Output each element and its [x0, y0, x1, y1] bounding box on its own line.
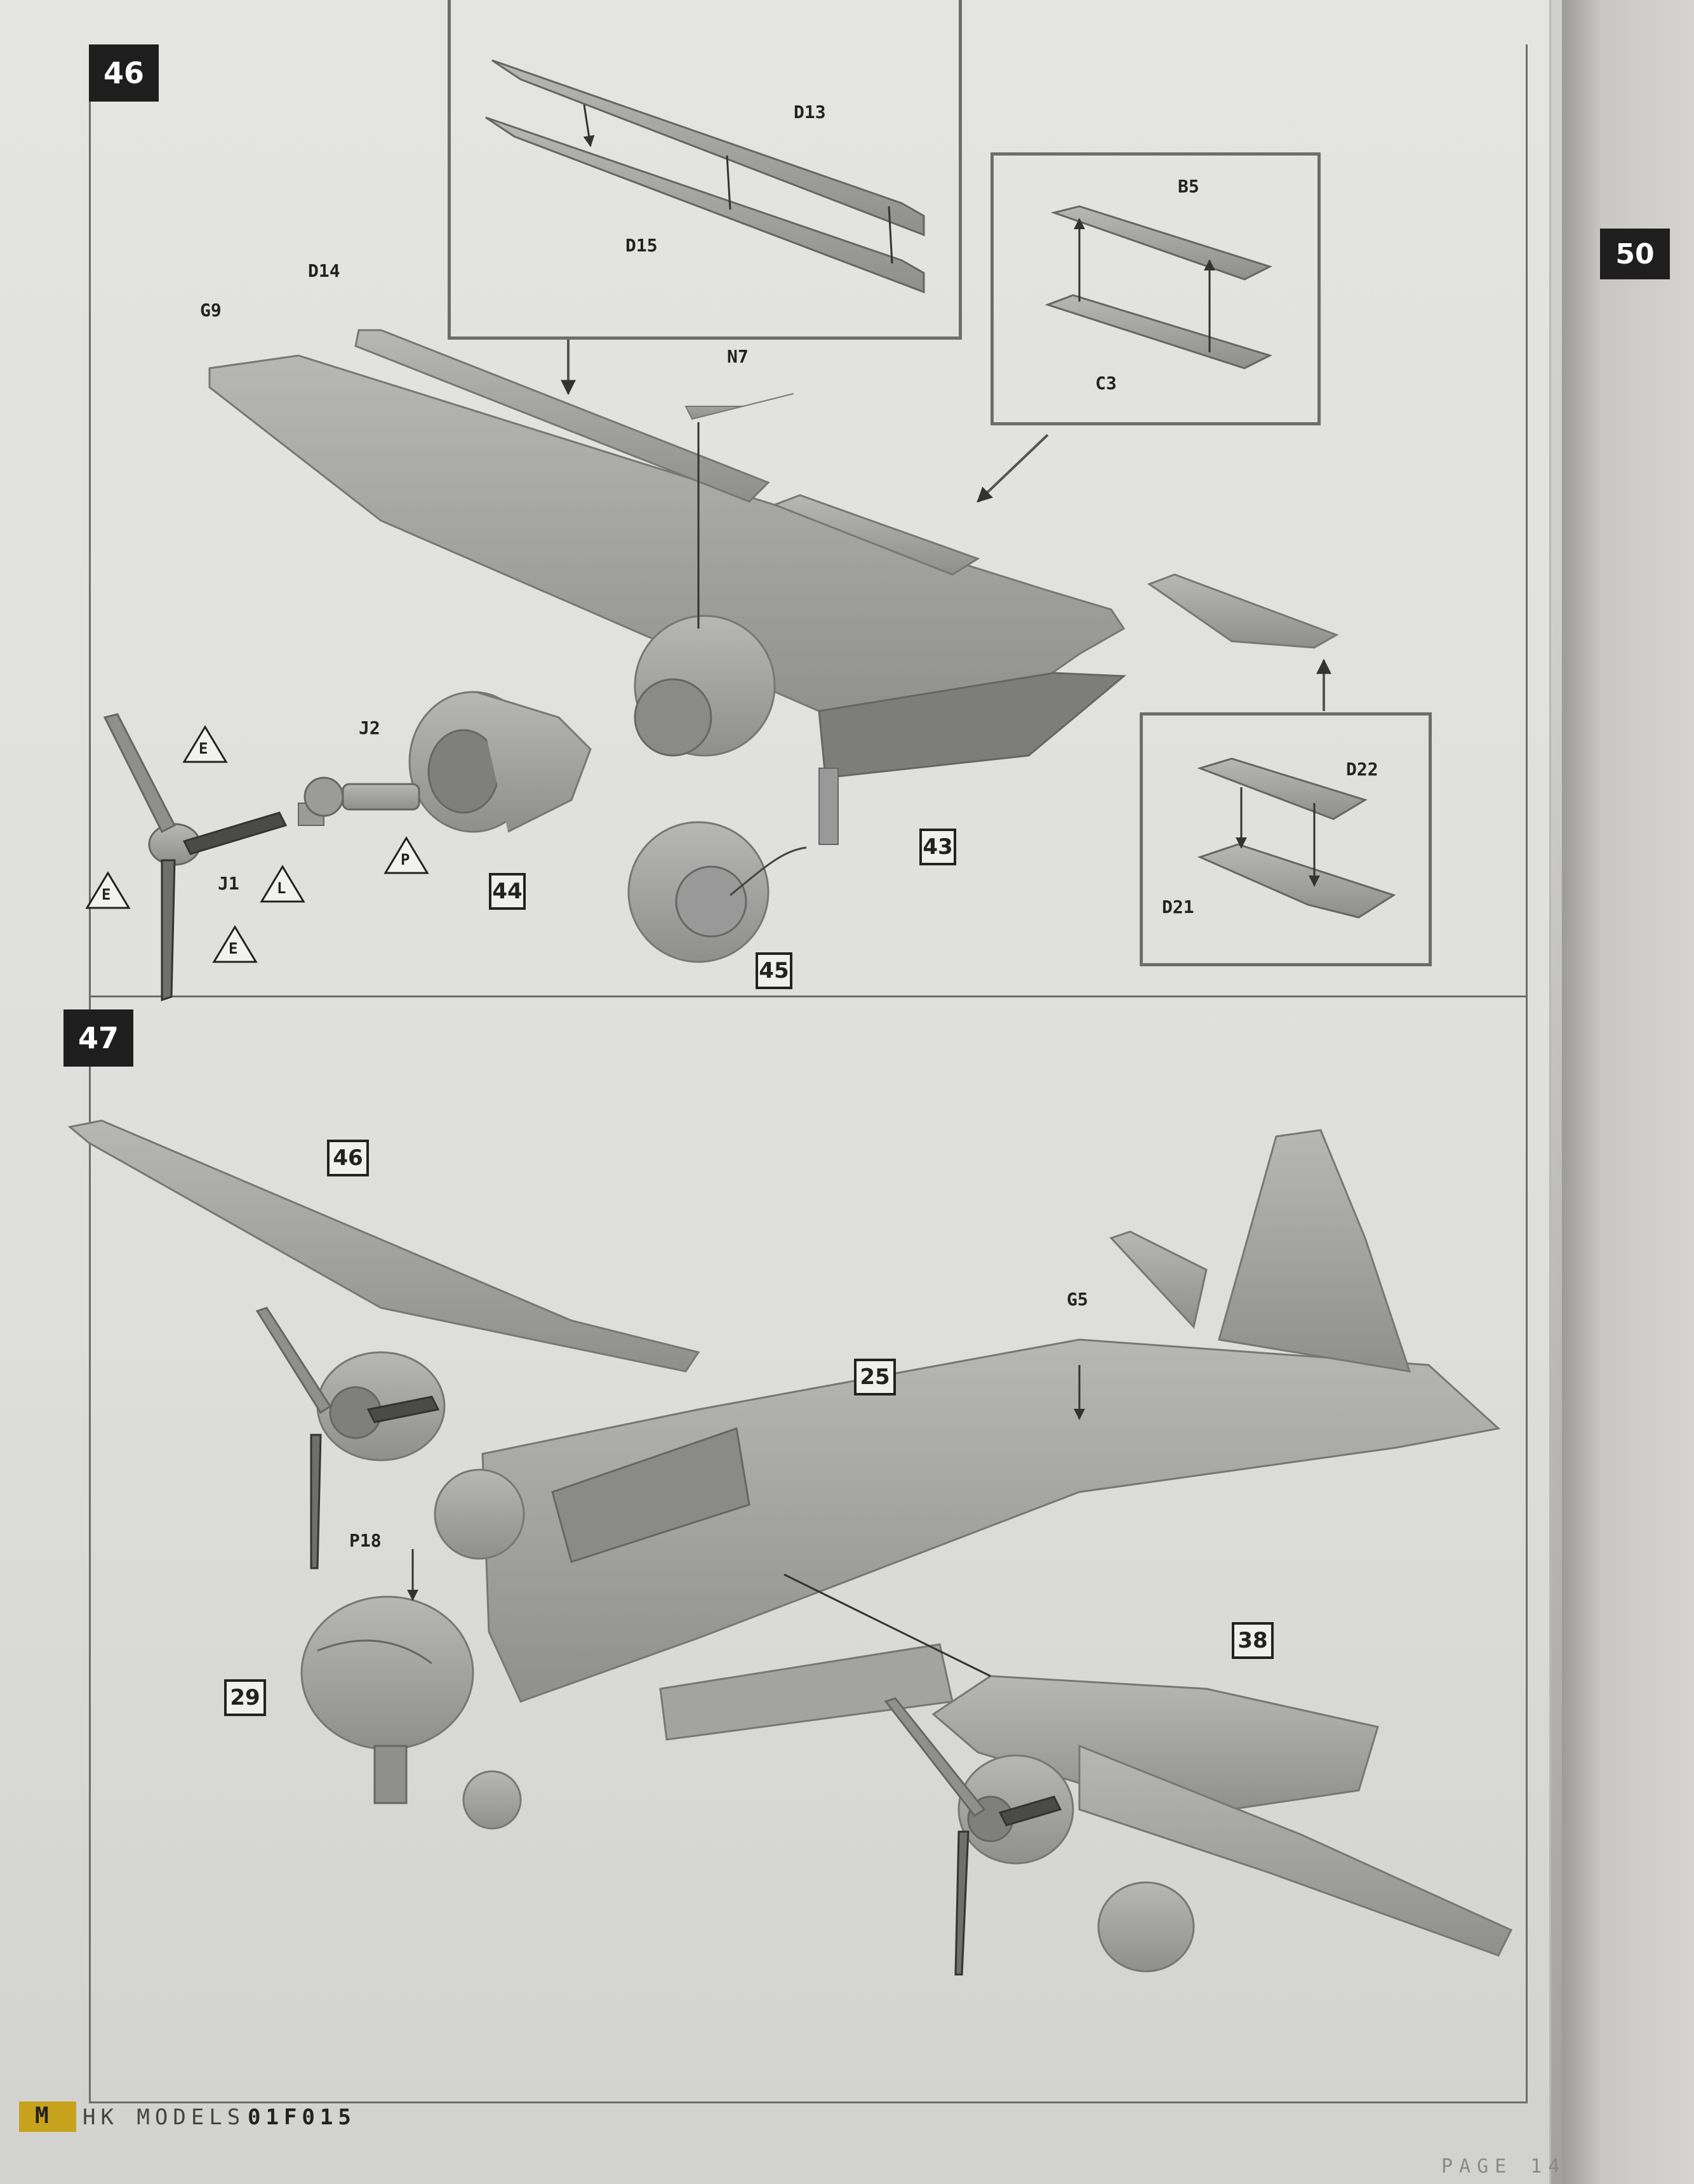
wing-assembly [208, 329, 1339, 845]
step47-arrows [407, 1365, 1085, 1677]
main-wheel [627, 821, 807, 963]
part-label-g9: G9 [200, 300, 222, 321]
part-label-b5: B5 [1178, 176, 1199, 197]
footer-product-code: 01F015 [248, 2105, 356, 2130]
part-label-d21: D21 [1162, 896, 1194, 917]
page-number: PAGE 14 [1441, 2155, 1566, 2178]
callout-box-nacelle-flap [1140, 712, 1432, 966]
ref-box-29: 29 [224, 1679, 266, 1716]
ref-box-25: 25 [854, 1359, 896, 1395]
ref-box-38: 38 [1232, 1622, 1274, 1659]
page-frame [89, 44, 1528, 2103]
part-label-c3: C3 [1095, 373, 1117, 394]
brand-logo-letter: M [35, 2103, 49, 2129]
adjacent-page-edge [1562, 0, 1694, 2184]
part-label-p18: P18 [349, 1530, 382, 1551]
ref-box-45: 45 [756, 952, 792, 989]
fuselage-assembly [67, 1119, 1513, 1976]
callout-letter-e3: E [229, 940, 238, 957]
part-label-g5: G5 [1067, 1289, 1088, 1310]
step-divider [89, 995, 1526, 997]
part-label-n7: N7 [727, 346, 749, 367]
part-label-j2: J2 [359, 717, 380, 738]
aileron-pieces-callout [1044, 205, 1273, 370]
ref-box-46: 46 [327, 1140, 369, 1176]
ref-box-43: 43 [919, 829, 956, 865]
nacelle-flap-callout [1197, 757, 1396, 919]
ref-box-44: 44 [489, 873, 526, 910]
step-number-46: 46 [89, 44, 159, 102]
propeller [103, 713, 420, 1002]
part-label-d15: D15 [625, 235, 658, 256]
part-label-d13: D13 [794, 102, 826, 123]
callout-letter-e1: E [199, 740, 208, 757]
part-label-j1: J1 [218, 873, 239, 894]
callout-letter-l: L [277, 879, 286, 897]
step-number-47: 47 [63, 1009, 133, 1067]
part-label-d14: D14 [308, 260, 340, 281]
brand-logo-mark [19, 2101, 76, 2132]
callout-letter-p: P [401, 851, 410, 869]
flap-pieces-callout [485, 59, 925, 294]
engine-cowling [408, 691, 592, 833]
part-label-d22: D22 [1346, 759, 1378, 780]
callout-box-aileron [990, 152, 1321, 425]
step-number-side: 50 [1600, 229, 1670, 279]
footer-brand: HK MODELS [83, 2105, 246, 2130]
callout-letter-e2: E [102, 886, 111, 903]
callout-box-flaps [448, 0, 962, 340]
